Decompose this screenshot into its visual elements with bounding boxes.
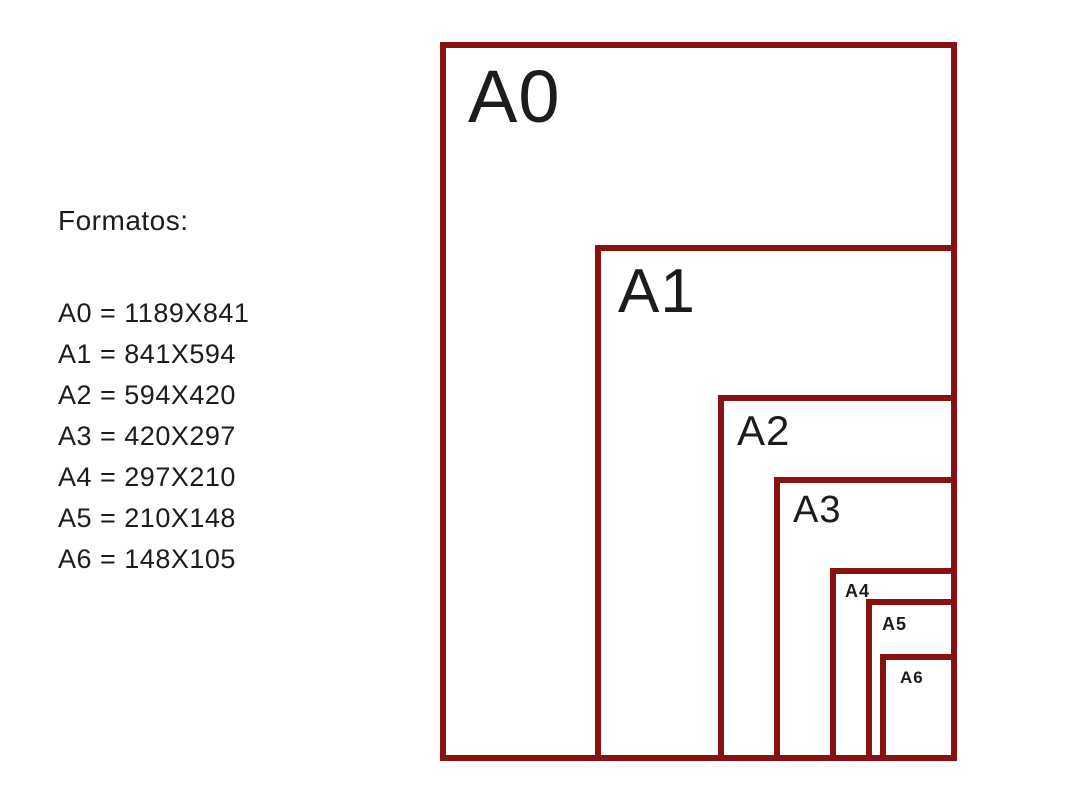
legend-item-a4: A4 = 297X210	[58, 462, 236, 492]
legend-item-a0: A0 = 1189X841	[58, 298, 250, 328]
legend-item-a1: A1 = 841X594	[58, 339, 236, 369]
paper-box-a3-label: A3	[793, 489, 842, 531]
legend-item-a6: A6 = 148X105	[58, 544, 236, 574]
legend: Formatos: A0 = 1189X841 A1 = 841X594 A2 …	[58, 205, 358, 580]
paper-box-a4-label: A4	[845, 581, 871, 601]
paper-box-a6-label: A6	[900, 668, 924, 687]
legend-item-a3: A3 = 420X297	[58, 421, 236, 451]
legend-item-a2: A2 = 594X420	[58, 380, 236, 410]
paper-box-a5-label: A5	[882, 614, 908, 634]
legend-items: A0 = 1189X841 A1 = 841X594 A2 = 594X420 …	[58, 293, 358, 580]
legend-item-a5: A5 = 210X148	[58, 503, 236, 533]
paper-box-a2-label: A2	[737, 407, 791, 454]
paper-box-a0-label: A0	[468, 55, 561, 138]
paper-box-a1-label: A1	[618, 257, 696, 326]
paper-box-a6: A6	[880, 654, 957, 761]
legend-title: Formatos:	[58, 205, 189, 236]
